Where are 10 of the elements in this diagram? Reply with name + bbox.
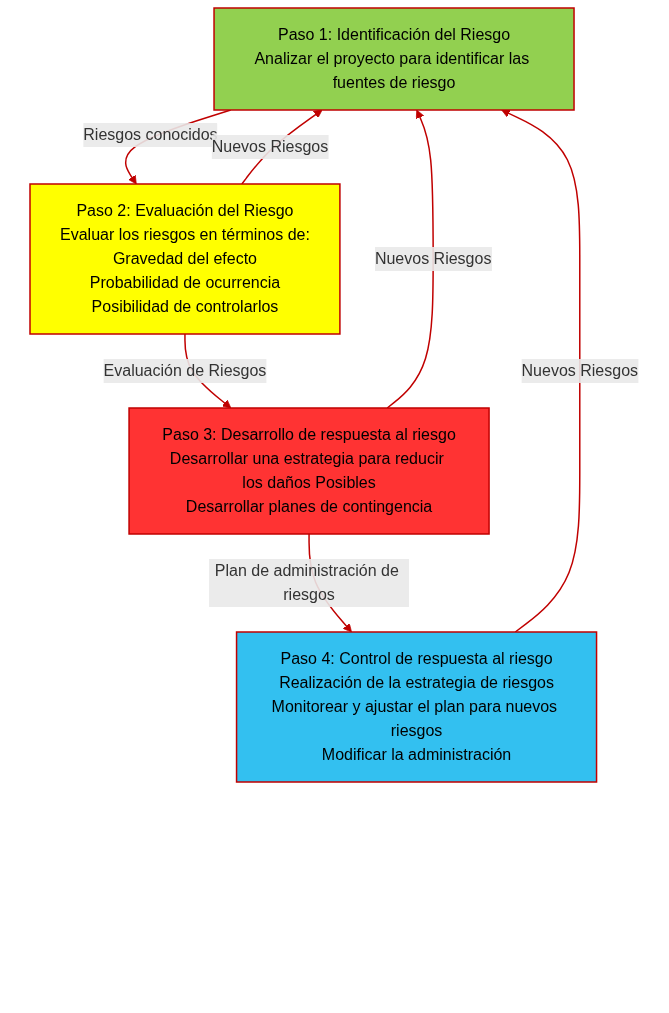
edge-label: Nuevos Riesgos (522, 362, 639, 379)
edge-label: Evaluación de Riesgos (104, 362, 267, 379)
node-box: Paso 1: Identificación del Riesgo Analizar el proyecto para identificar las fuentes de riesgo (213, 7, 576, 111)
node-box: Paso 3: Desarrollo de respuesta al riesgo Desarrollar una estrategia para reducir los daños Posibles Desarrollar planes de contingencia (128, 407, 491, 535)
node-box: Paso 4: Control de respuesta al riesgo Realización de la estrategia de riesgos Monitorear y ajustar el plan para nuevos riesgos Modificar la administración (236, 631, 598, 783)
arrow (501, 109, 581, 633)
node-box: Paso 2: Evaluación del Riesgo Evaluar los riesgos en términos de: Gravedad del efecto Probabilidad de ocurrencia Posibilidad de controlarlos (29, 183, 342, 335)
arrow (386, 109, 435, 409)
edge-label: Plan de administración de riesgos (215, 562, 400, 603)
edge-label: Nuevos Riesgos (375, 250, 492, 267)
